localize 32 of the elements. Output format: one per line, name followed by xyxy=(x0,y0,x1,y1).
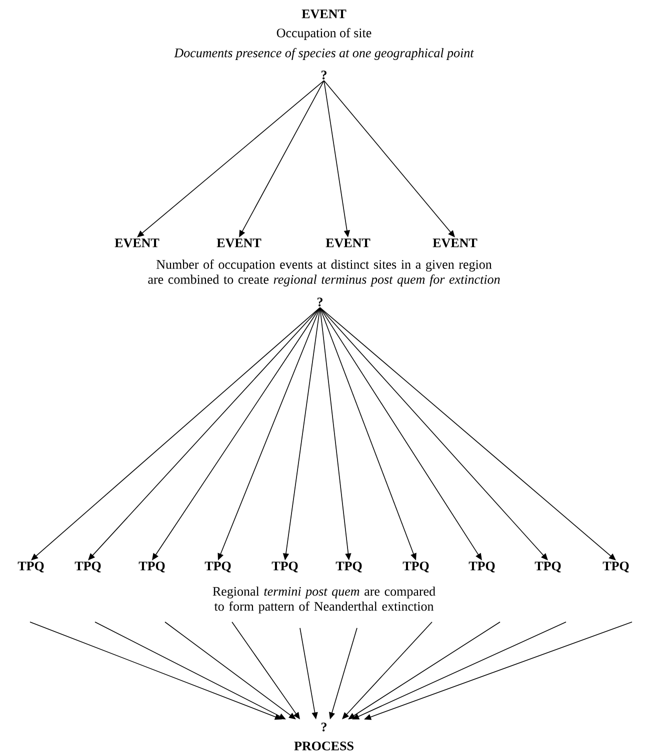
arrow xyxy=(320,307,548,560)
arrow xyxy=(137,80,324,238)
arrow xyxy=(324,80,455,238)
question-mark: ? xyxy=(322,722,326,732)
text-label: Occupation of site xyxy=(276,28,372,40)
question-mark: ? xyxy=(322,70,326,80)
arrow xyxy=(348,622,500,720)
node-label: TPQ xyxy=(468,562,495,572)
node-label: EVENT xyxy=(114,238,160,248)
node-label: EVENT xyxy=(216,238,262,248)
text-label: PROCESS xyxy=(294,742,354,750)
arrow xyxy=(342,622,432,720)
arrow xyxy=(88,307,320,560)
node-label: TPQ xyxy=(74,562,101,572)
node-label: TPQ xyxy=(602,562,629,572)
node-label: EVENT xyxy=(326,238,370,248)
node-label: TPQ xyxy=(204,562,231,572)
node-label: TPQ xyxy=(138,562,165,572)
node-label: TPQ xyxy=(272,562,298,572)
arrow xyxy=(164,622,296,720)
arrow xyxy=(31,307,320,560)
text-label: Regional termini post quem are compared to form pattern of Neanderthal extinction xyxy=(212,586,436,614)
node-label: TPQ xyxy=(534,562,561,572)
question-mark: ? xyxy=(318,298,322,306)
text-label: Documents presence of species at one geographical point xyxy=(174,48,474,60)
text-label: EVENT xyxy=(302,10,346,18)
node-label: EVENT xyxy=(432,238,478,248)
text-label: Number of occupation events at distinct sites in a given region are combined to create regional terminus post quem for extinction xyxy=(148,260,500,286)
node-label: TPQ xyxy=(336,562,362,572)
arrow xyxy=(320,307,616,560)
node-label: TPQ xyxy=(18,562,44,572)
node-label: TPQ xyxy=(402,562,429,572)
